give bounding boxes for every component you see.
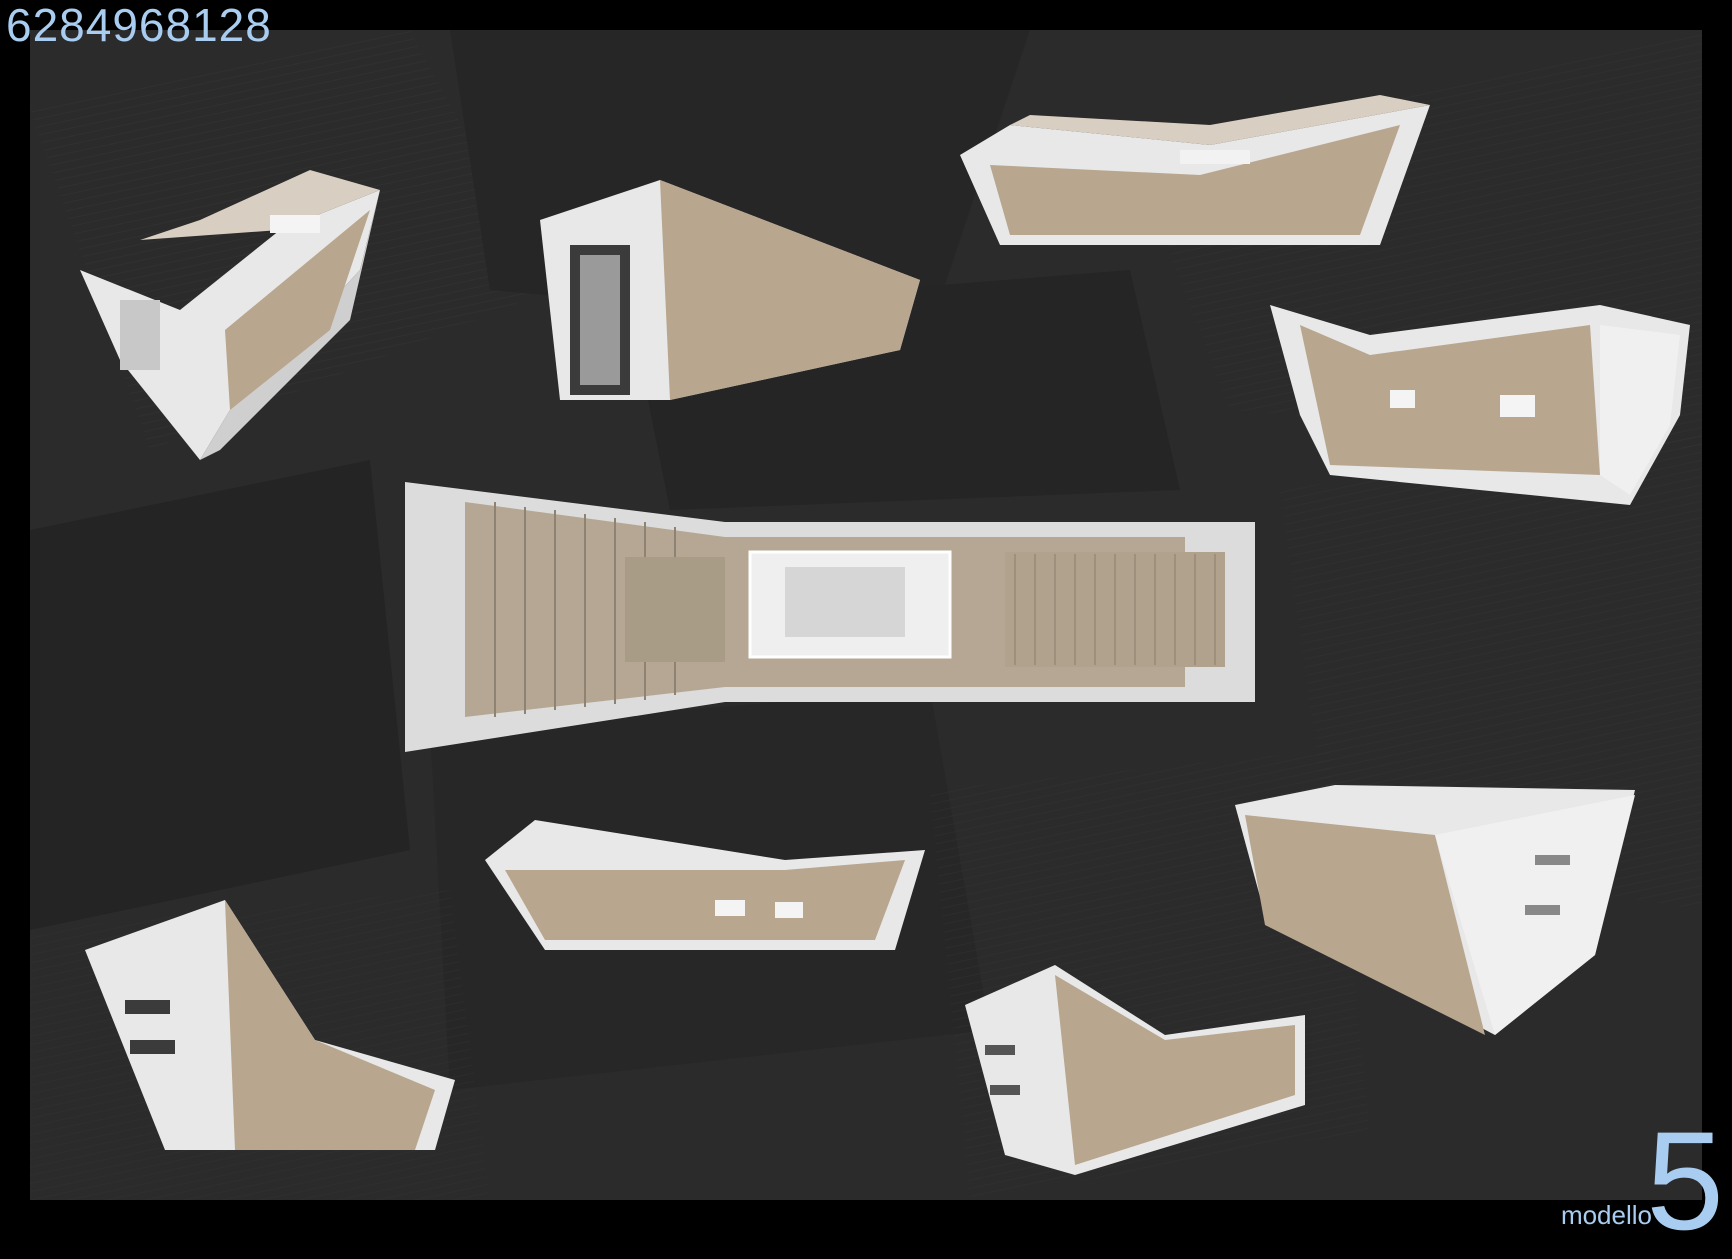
- perspective-view-1: [80, 170, 380, 460]
- perspective-view-8: [965, 965, 1305, 1175]
- perspective-view-2: [540, 180, 920, 400]
- perspective-view-6: [1235, 785, 1635, 1035]
- perspective-view-4: [1270, 305, 1690, 505]
- model-number: 5: [1646, 1102, 1724, 1259]
- model-label: modello: [1560, 1200, 1652, 1230]
- drawing-board: [30, 30, 1702, 1200]
- perspective-view-7: [85, 900, 455, 1150]
- plan-view-top: [405, 482, 1255, 752]
- perspective-view-3: [960, 95, 1430, 245]
- sheet-id-number: 6284968128: [6, 0, 272, 51]
- perspective-view-5: [485, 820, 925, 950]
